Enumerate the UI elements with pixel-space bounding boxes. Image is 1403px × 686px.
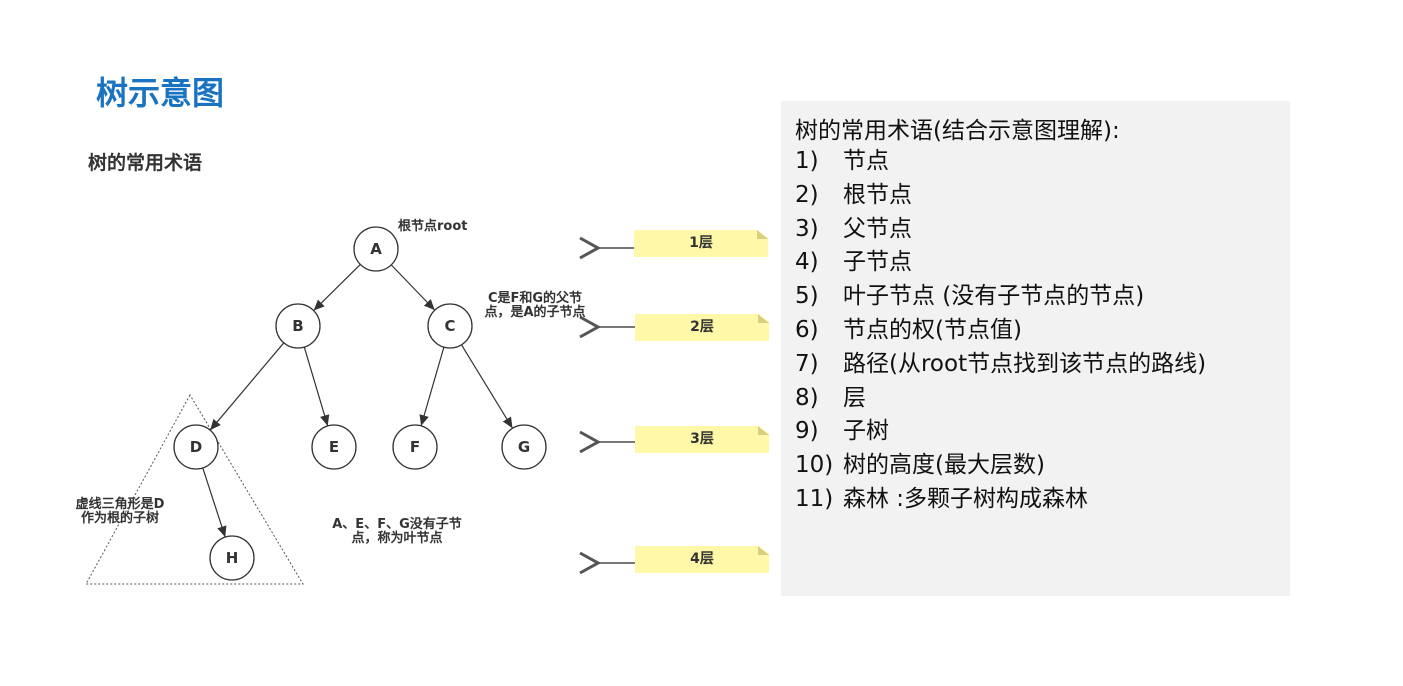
term-item: 1) 节点 — [795, 145, 1206, 179]
level-2-note: 2层 — [635, 314, 769, 341]
term-text: 森林 :多颗子树构成森林 — [843, 485, 1089, 512]
term-item: 6) 节点的权(节点值) — [795, 314, 1206, 348]
tree-node-H: H — [209, 535, 255, 581]
term-number: 8) — [795, 384, 819, 411]
term-item: 4) 子节点 — [795, 246, 1206, 280]
tree-node-G: G — [501, 424, 547, 470]
level-3-note: 3层 — [635, 426, 769, 453]
svg-text:D: D — [190, 438, 202, 456]
term-number: 2) — [795, 181, 819, 208]
leaf-annotation: A、E、F、G没有子节点，称为叶节点 — [332, 517, 462, 546]
root-annotation: 根节点root — [398, 219, 468, 234]
diagram-subtitle: 树的常用术语 — [88, 152, 203, 174]
svg-text:E: E — [329, 438, 339, 456]
svg-text:A: A — [370, 240, 382, 258]
term-text: 叶子节点 (没有子节点的节点) — [843, 283, 1145, 310]
svg-text:C: C — [444, 317, 455, 335]
tree-node-B: B — [275, 303, 321, 349]
edge-A-C — [390, 264, 436, 311]
svg-text:B: B — [292, 317, 303, 335]
tree-node-E: E — [311, 424, 357, 470]
slide-title: 树示意图 — [96, 74, 225, 112]
edge-B-E — [303, 346, 330, 427]
term-number: 10) — [795, 452, 834, 479]
term-item: 11) 森林 :多颗子树构成森林 — [795, 483, 1206, 517]
term-number: 6) — [795, 316, 819, 343]
edge-A-B — [313, 264, 361, 311]
svg-text:F: F — [410, 438, 420, 456]
tree-node-F: F — [392, 424, 438, 470]
term-number: 3) — [795, 215, 819, 242]
parent-annotation: C是F和G的父节点，是A的子节点 — [484, 291, 586, 320]
term-text: 节点的权(节点值) — [843, 316, 1022, 343]
term-text: 节点 — [843, 148, 889, 174]
term-item: 9) 子树 — [795, 415, 1206, 449]
term-text: 子节点 — [843, 249, 912, 276]
term-number: 4) — [795, 249, 819, 276]
term-text: 父节点 — [843, 215, 912, 242]
term-item: 10) 树的高度(最大层数) — [795, 449, 1206, 483]
subtree-triangle — [85, 393, 304, 585]
edge-D-H — [202, 467, 227, 538]
term-text: 树的高度(最大层数) — [843, 452, 1045, 479]
term-text: 层 — [843, 384, 866, 411]
edge-B-D — [209, 342, 285, 431]
term-number: 9) — [795, 418, 819, 445]
edge-C-G — [460, 344, 514, 429]
edge-C-F — [419, 346, 445, 427]
subtree-annotation: 虚线三角形是D作为根的子树 — [75, 497, 165, 526]
term-item: 2) 根节点 — [795, 179, 1206, 213]
term-text: 子树 — [843, 418, 889, 445]
term-number: 7) — [795, 350, 819, 377]
level-4-note: 4层 — [635, 546, 769, 573]
term-number: 5) — [795, 283, 819, 310]
term-number: 1) — [795, 148, 819, 174]
terms-panel: 树的常用术语(结合示意图理解): 1) 节点 2) 根节点 3) 父节点 4) 子节点 5) 叶子… — [781, 101, 1290, 596]
terms-heading: 树的常用术语(结合示意图理解): — [795, 118, 1120, 144]
tree-diagram: A B C D E F G H — [85, 226, 672, 585]
tree-node-A: A — [353, 226, 399, 272]
tree-node-D: D — [173, 424, 219, 470]
term-text: 根节点 — [843, 181, 912, 208]
term-item: 7) 路径(从root节点找到该节点的路线) — [795, 348, 1206, 382]
term-item: 8) 层 — [795, 382, 1206, 416]
term-number: 11) — [795, 485, 834, 512]
term-item: 5) 叶子节点 (没有子节点的节点) — [795, 280, 1206, 314]
term-text: 路径(从root节点找到该节点的路线) — [843, 350, 1207, 377]
svg-text:H: H — [226, 549, 239, 567]
svg-text:G: G — [518, 438, 530, 456]
level-1-note: 1层 — [634, 230, 768, 257]
tree-node-C: C — [427, 303, 473, 349]
term-item: 3) 父节点 — [795, 213, 1206, 247]
terms-list: 1) 节点 2) 根节点 3) 父节点 4) 子节点 5) 叶子节点 (没有子节点的节点) 6) 节点… — [795, 145, 1206, 517]
